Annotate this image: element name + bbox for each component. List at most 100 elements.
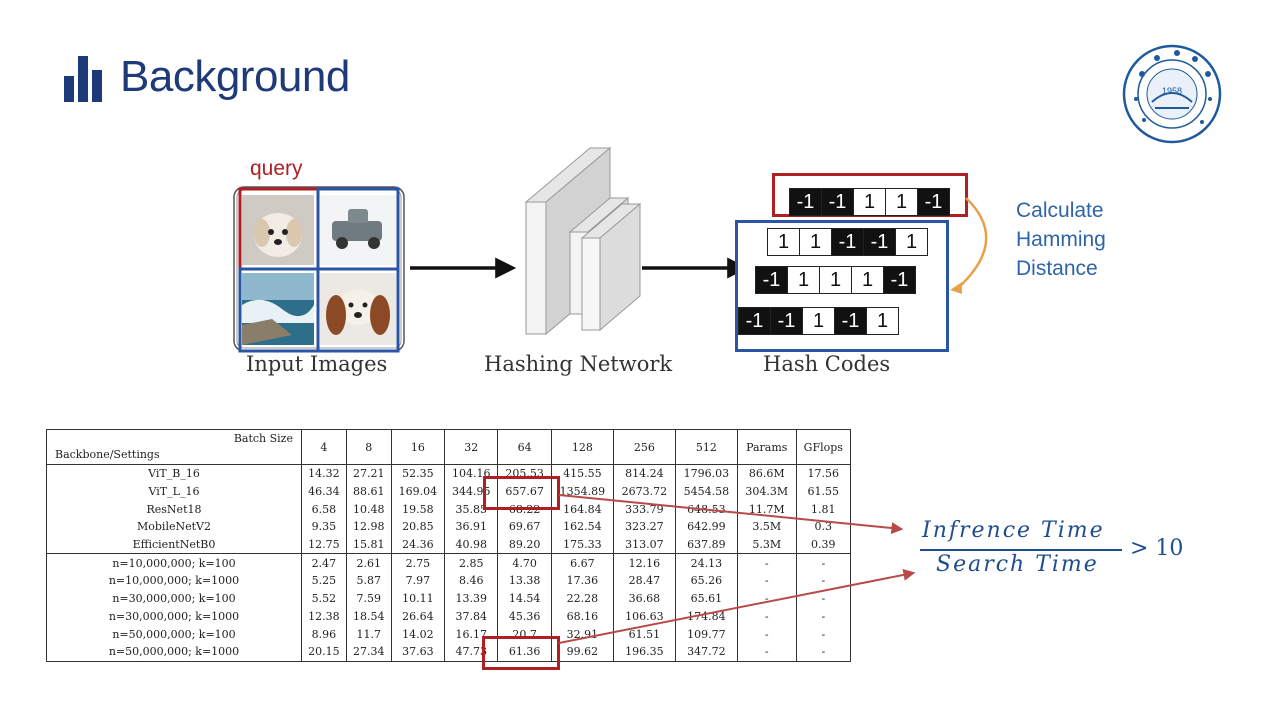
table-cell: 169.04 (390, 482, 445, 501)
table-cell: 7.59 (345, 589, 392, 608)
highlight-box-search (482, 636, 560, 670)
table-cell: 24.36 (390, 535, 445, 554)
table-cell: 2.47 (301, 553, 347, 573)
table-cell: - (795, 625, 851, 643)
input-images-caption: Input Images (246, 352, 388, 376)
table-cell: 8.46 (444, 572, 498, 590)
table-column-header: 64 (497, 429, 552, 465)
table-cell: 304.3M (736, 482, 797, 501)
table-cell: 3.5M (736, 518, 797, 536)
table-cell: 10.11 (390, 589, 445, 608)
query-label: query (250, 157, 303, 180)
table-cell: 347.72 (674, 642, 738, 662)
table-cell: 17.56 (795, 464, 851, 483)
table-cell: - (736, 589, 797, 608)
table-cell: 1796.03 (674, 464, 738, 483)
table-cell: 2.85 (444, 553, 498, 573)
table-cell: - (736, 625, 797, 643)
row-label: n=30,000,000; k=100 (112, 592, 236, 606)
table-column-header: GFlops (795, 429, 851, 465)
table-cell: 27.34 (345, 642, 392, 662)
hash-bit: -1 (863, 228, 896, 256)
hash-bit: -1 (770, 307, 803, 335)
hash-bit: -1 (834, 307, 867, 335)
table-cell: 196.35 (612, 642, 676, 662)
row-label: ResNet18 (146, 502, 202, 516)
table-cell: 2.61 (345, 553, 392, 573)
table-cell: 19.58 (390, 500, 445, 519)
table-cell: 61.55 (795, 482, 851, 501)
table-cell: - (795, 642, 851, 662)
table-cell: 313.07 (612, 535, 676, 554)
spaniel-image (320, 273, 396, 345)
table-cell: 6.58 (301, 500, 347, 519)
table-cell: 1.81 (795, 500, 851, 519)
table-cell: 657.67 (497, 482, 552, 501)
table-cell: 7.97 (390, 572, 445, 590)
table-cell: 27.21 (345, 464, 392, 483)
row-label: n=10,000,000; k=100 (112, 556, 236, 570)
row-label: MobileNetV2 (137, 520, 211, 534)
table-cell: 45.36 (497, 607, 552, 626)
hashing-network-icon (524, 146, 642, 336)
hash-bit: 1 (767, 228, 800, 256)
table-cell: 65.26 (674, 572, 738, 590)
table-cell: 109.77 (674, 625, 738, 643)
table-cell: 175.33 (550, 535, 614, 554)
table-cell: 12.75 (301, 535, 347, 554)
hash-bit: 1 (866, 307, 899, 335)
table-cell: 20.85 (390, 518, 445, 536)
hash-bit: 1 (799, 228, 832, 256)
table-cell: 69.67 (497, 518, 552, 536)
table-column-header: 4 (301, 429, 347, 465)
table-cell: 14.54 (497, 589, 552, 608)
hash-bit: -1 (738, 307, 771, 335)
table-column-header: 16 (390, 429, 445, 465)
table-cell: 36.68 (612, 589, 676, 608)
ocean-image (242, 273, 314, 345)
table-cell: - (795, 607, 851, 626)
hash-bit: -1 (789, 188, 822, 216)
hamming-arrow-icon (950, 197, 988, 294)
input-images-grid (233, 186, 405, 353)
table-cell: 12.16 (612, 553, 676, 573)
table-column-header: 128 (550, 429, 614, 465)
table-cell: 17.36 (550, 572, 614, 590)
table-cell: 20.15 (301, 642, 347, 662)
row-label: n=10,000,000; k=1000 (108, 574, 240, 588)
table-cell: 13.39 (444, 589, 498, 608)
fraction-bar (920, 549, 1122, 551)
formula-comparison: > 10 (1130, 536, 1184, 561)
table-cell: 24.13 (674, 553, 738, 573)
table-cell: 12.38 (301, 607, 347, 626)
table-cell: 86.6M (736, 464, 797, 483)
hash-bit: -1 (821, 188, 854, 216)
table-cell: 415.55 (550, 464, 614, 483)
table-cell: 99.62 (550, 642, 614, 662)
table-cell: 2673.72 (612, 482, 676, 501)
table-column-header: 256 (612, 429, 676, 465)
table-cell: 13.38 (497, 572, 552, 590)
table-cell: 5454.58 (674, 482, 738, 501)
table-cell: - (736, 572, 797, 590)
hash-bit: 1 (787, 266, 820, 294)
slide-title: Background (120, 52, 350, 101)
logo-year: 1958 (1162, 86, 1182, 96)
table-cell: 5.87 (345, 572, 392, 590)
table-cell: 642.99 (674, 518, 738, 536)
hash-codes-caption: Hash Codes (763, 352, 891, 376)
table-corner-header: Batch Size Backbone/Settings (55, 432, 293, 461)
table-cell: 106.63 (612, 607, 676, 626)
hash-bit: -1 (883, 266, 916, 294)
table-cell: 162.54 (550, 518, 614, 536)
university-logo: 1958 (1122, 44, 1222, 144)
table-cell: 10.48 (345, 500, 392, 519)
table-cell: - (736, 553, 797, 573)
table-cell: 37.84 (444, 607, 498, 626)
hash-bit: -1 (755, 266, 788, 294)
table-cell: 88.61 (345, 482, 392, 501)
table-cell: - (795, 553, 851, 573)
